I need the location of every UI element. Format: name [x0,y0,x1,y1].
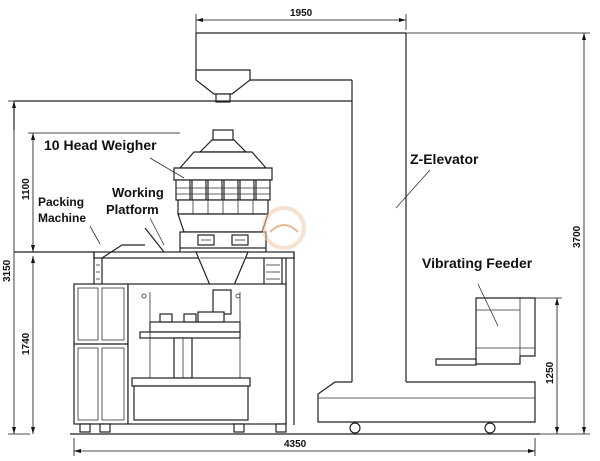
z-elevator-leader [395,169,431,209]
label-vibrating-feeder: Vibrating Feeder [422,255,533,271]
label-head-weigher: 10 Head Weigher [44,137,157,153]
working-platform [13,100,352,425]
platform-leader [149,217,165,246]
label-packing-line2: Machine [38,211,86,225]
vibrating-feeder [435,297,536,366]
dimension-left-total: 3150 [2,100,30,435]
dim-feeder-height-label: 1250 [545,361,556,384]
head-weigher [173,129,273,252]
dimension-elevator-height: 3700 [406,32,590,435]
watermark-logo [262,206,306,250]
dim-weigher-height-label: 1100 [21,178,32,200]
label-packing-line1: Packing [38,195,84,209]
label-z-elevator: Z-Elevator [410,151,479,167]
label-platform-line1: Working [112,185,164,200]
head-weigher-leader [149,157,185,179]
weigher-buckets [175,179,271,201]
dimension-bottom-width: 4350 [73,438,536,456]
dim-elevator-height-label: 3700 [572,225,583,248]
label-platform-line2: Platform [106,202,159,217]
z-elevator [195,32,536,434]
dim-left-total-label: 3150 [2,259,13,282]
dimension-feeder-height: 1250 [530,297,562,434]
vibrating-feeder-leader [477,283,499,327]
dimension-top-width: 1950 [195,8,407,60]
dimension-platform-height: 1740 [21,256,35,434]
dim-platform-height-label: 1740 [21,332,32,355]
packing-machine [73,283,287,433]
packing-machine-leader [89,225,101,245]
dim-bottom-width-label: 4350 [284,439,307,450]
dim-top-width-label: 1950 [290,8,313,19]
